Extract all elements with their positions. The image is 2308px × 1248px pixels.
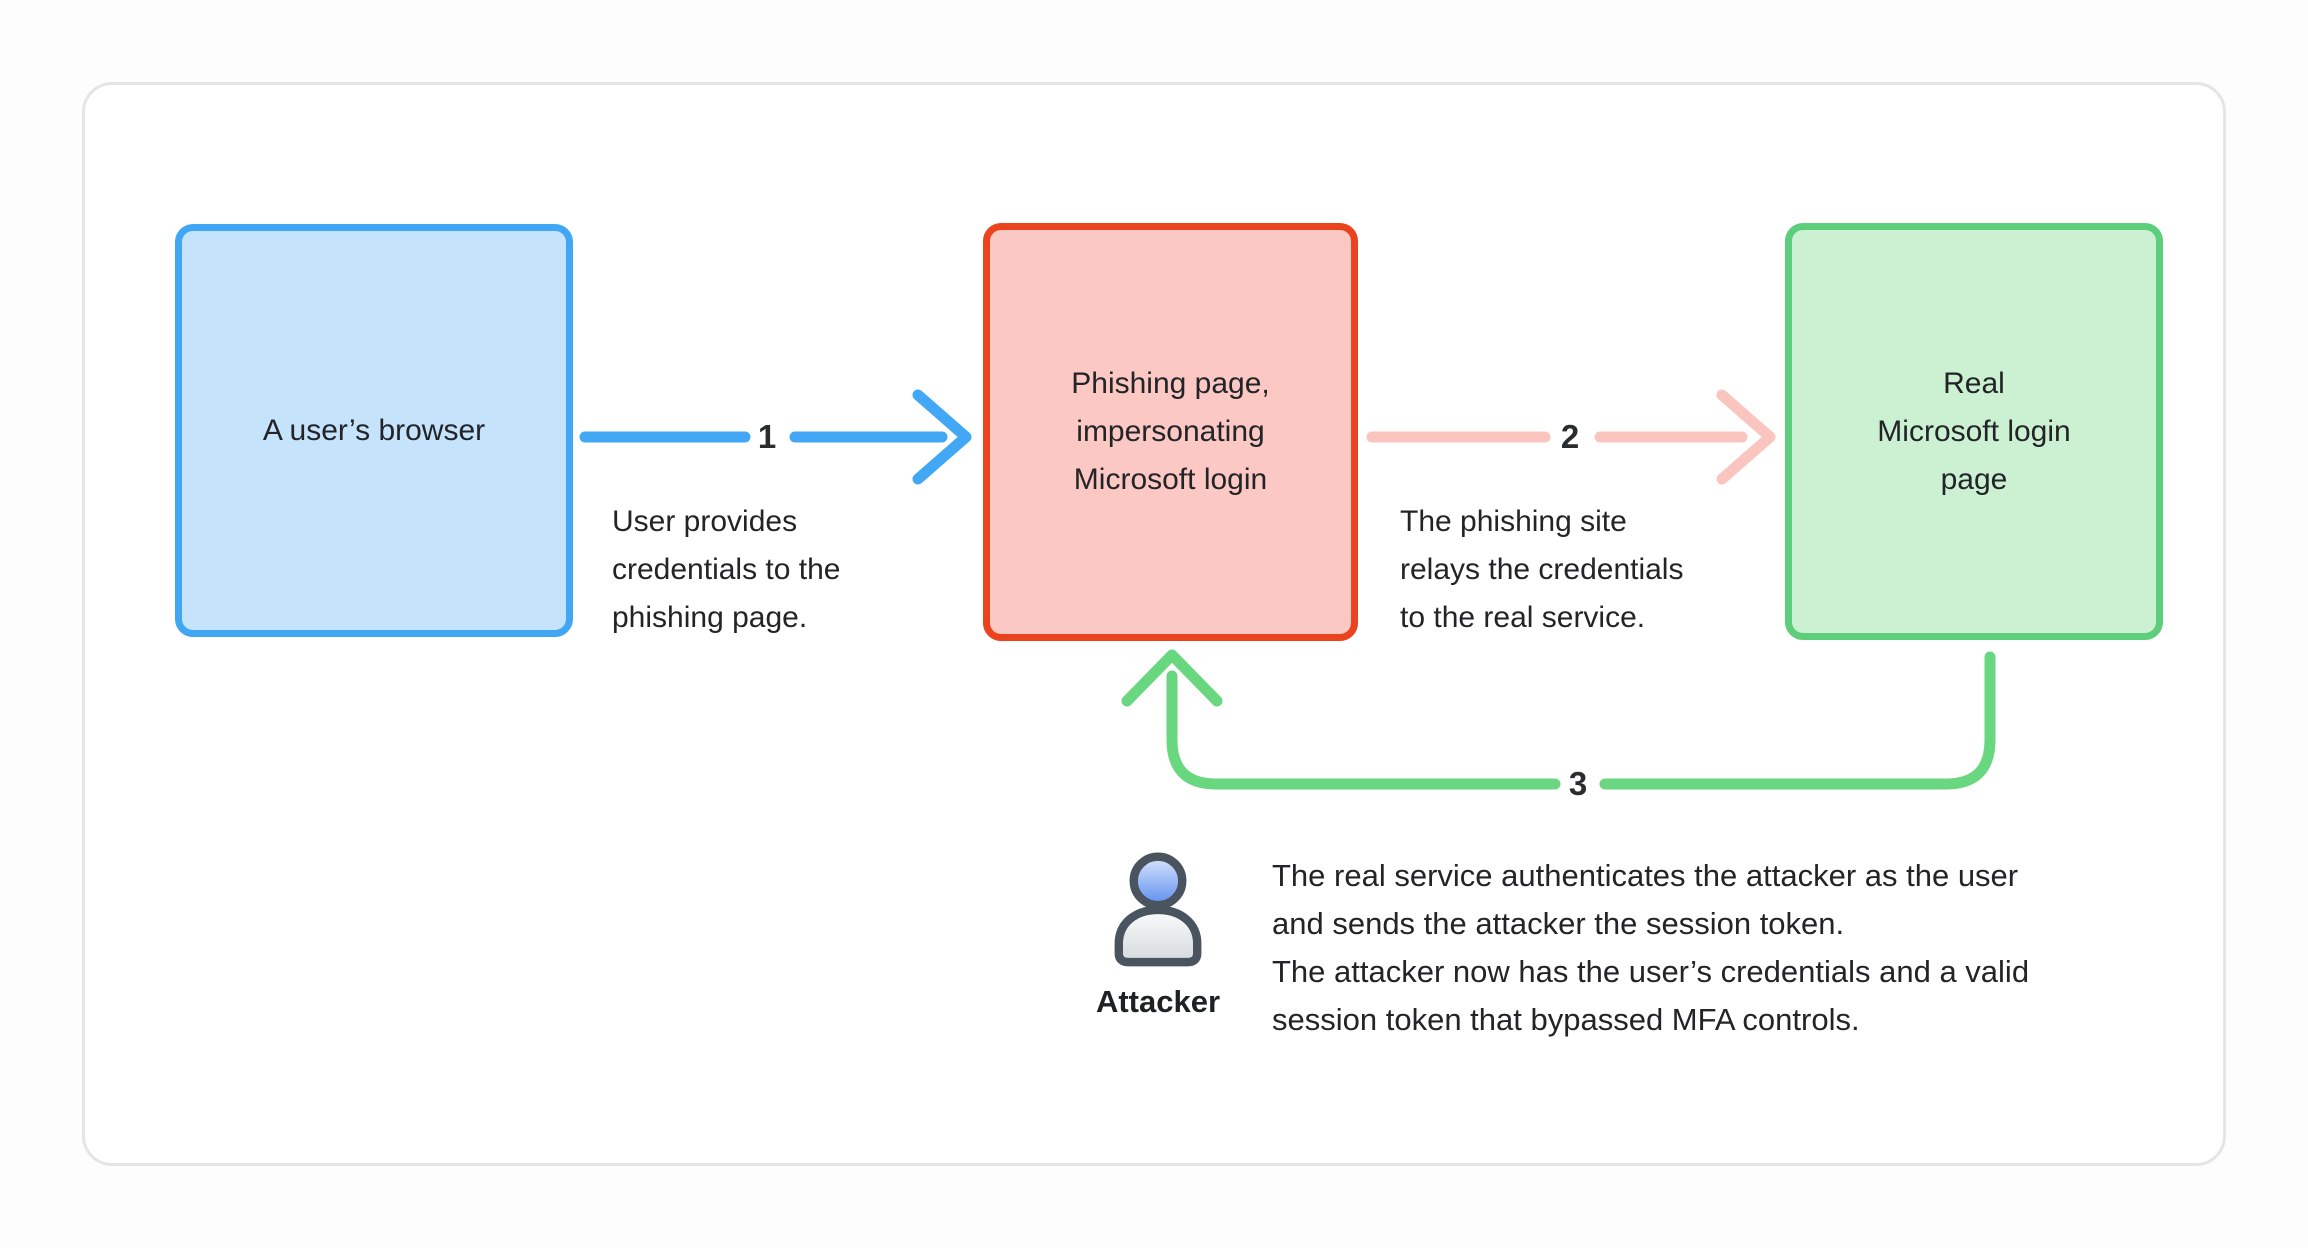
result-description-line: The real service authenticates the attac… (1272, 858, 2019, 893)
attacker-label: Attacker (1095, 984, 1221, 1019)
step-3-number: 3 (1568, 765, 1588, 802)
node-real-login-page-label: Microsoft login (1877, 414, 2071, 448)
node-real-login-page-label: page (1940, 462, 2008, 496)
attacker-head (1129, 852, 1187, 910)
step-2-caption-line: The phishing site (1400, 505, 1627, 538)
step-1-caption: User provides credentials to the phishin… (612, 498, 972, 642)
step-2-number: 2 (1560, 418, 1580, 455)
result-description-line: session token that bypassed MFA controls… (1272, 1002, 1860, 1037)
node-user-browser-label: A user’s browser (262, 413, 486, 447)
node-phishing-page: Phishing page, impersonating Microsoft l… (983, 223, 1358, 641)
step-1-caption-line: User provides (612, 505, 798, 538)
step-1-caption-line: phishing page. (612, 601, 808, 634)
result-description-line: and sends the attacker the session token… (1272, 906, 1845, 941)
result-description-line: The attacker now has the user’s credenti… (1272, 954, 2030, 989)
attacker-person-icon (1114, 852, 1202, 967)
node-phishing-page-label: Phishing page, (1071, 367, 1270, 400)
node-real-login-page: Real Microsoft login page (1785, 223, 2163, 640)
node-phishing-page-label: Microsoft login (1073, 463, 1268, 496)
attacker-body (1114, 905, 1202, 967)
step-1-caption-line: credentials to the (612, 553, 841, 586)
node-user-browser: A user’s browser (175, 224, 573, 637)
step-2-caption-line: relays the credentials (1400, 553, 1684, 586)
step-2-caption-line: to the real service. (1400, 601, 1646, 634)
step-1-number: 1 (757, 418, 777, 455)
result-description: The real service authenticates the attac… (1272, 852, 2152, 1044)
step-2-caption: The phishing site relays the credentials… (1400, 498, 1800, 642)
node-real-login-page-label: Real (1943, 366, 2005, 400)
node-phishing-page-label: impersonating (1076, 415, 1265, 448)
